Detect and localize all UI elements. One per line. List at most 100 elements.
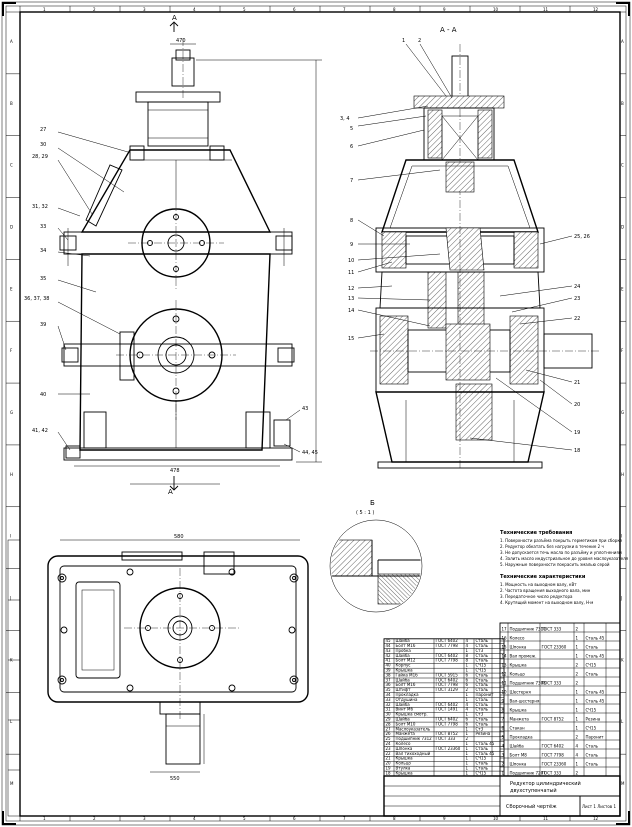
bom-cell: 1: [466, 726, 469, 731]
bom-cell: 8: [466, 658, 469, 663]
bom-cell: Сталь 45: [586, 689, 605, 694]
drawing-type: Сборочный чертёж: [506, 803, 557, 810]
zone-letter-left: I: [10, 534, 11, 539]
bom-cell: Шпонка: [396, 746, 413, 751]
bom-cell: Штифт: [396, 687, 412, 692]
bom-cell: 6: [502, 725, 505, 730]
bom-cell: Паронит: [586, 734, 605, 739]
sect-callout-7: 7: [350, 178, 353, 184]
bom-cell: Шайба: [396, 677, 411, 682]
zone-letter-right: I: [621, 534, 622, 539]
bom-cell: Подшипник 7308: [510, 680, 547, 685]
note-1-3: 3. Не допускается течь масла по разъёму …: [500, 550, 622, 555]
title-line-1: Редуктор цилиндрический: [510, 780, 581, 787]
sect-callout-12: 12: [348, 286, 354, 292]
zone-number-bottom: 5: [243, 816, 246, 821]
bom-cell: ГОСТ 8752: [436, 731, 459, 736]
bom-cell: 4: [502, 743, 505, 748]
bom-cell: Шпонка: [510, 761, 527, 766]
sect-callout-21: 21: [574, 380, 580, 386]
bom-cell: 10: [502, 689, 508, 694]
bom-cell: 1: [466, 648, 469, 653]
bom-cell: 6: [466, 717, 469, 722]
notes-heading-1: Технические требования: [500, 529, 572, 536]
bom-cell: ГОСТ 6402: [436, 702, 459, 707]
bom-cell: Кольцо: [510, 671, 526, 676]
bom-cell: 2: [502, 761, 505, 766]
bom-cell: 1: [466, 741, 469, 746]
bom-cell: Сталь: [586, 671, 599, 676]
bom-cell: Сталь: [476, 702, 489, 707]
bom-cell: Вал-шестерня: [510, 698, 540, 703]
bom-cell: 1: [466, 731, 469, 736]
bom-cell: 40: [386, 663, 392, 668]
bom-cell: 1: [466, 766, 469, 771]
bom-cell: 38: [386, 672, 392, 677]
bom-cell: 1: [466, 746, 469, 751]
bom-cell: Манжета: [396, 731, 416, 736]
bom-cell: 14: [502, 653, 508, 658]
bom-cell: 20: [386, 761, 392, 766]
zone-number-top: 10: [493, 7, 499, 12]
bom-cell: Крышка смотр.: [396, 712, 428, 717]
bom-cell: Ст3: [476, 648, 484, 653]
bom-cell: 11: [502, 680, 508, 685]
bom-cell: Прокладка: [510, 734, 534, 739]
bom-cell: 1: [576, 716, 579, 721]
bom-cell: ГОСТ 6402: [436, 677, 459, 682]
zone-letter-right: F: [621, 348, 624, 353]
bom-cell: Корпус: [396, 663, 411, 668]
zone-number-top: 9: [443, 7, 446, 12]
zone-letter-left: G: [10, 410, 13, 415]
bom-cell: Колесо: [510, 635, 526, 640]
bom-cell: 12: [502, 671, 508, 676]
bom-cell: 21: [386, 756, 392, 761]
bom-cell: ГОСТ 7798: [436, 658, 459, 663]
bom-cell: 5: [502, 734, 505, 739]
technical-notes: Технические требования 1. Поверхности ра…: [500, 529, 629, 605]
bom-cell: 1: [576, 761, 579, 766]
bom-cell: Кольцо: [396, 761, 412, 766]
bom-cell: Сталь: [586, 743, 599, 748]
zone-letter-left: C: [10, 163, 13, 168]
bom-cell: 1: [466, 697, 469, 702]
bom-cell: ГОСТ 6402: [542, 743, 565, 748]
zone-number-top: 5: [243, 7, 246, 12]
callout-39: 39: [40, 322, 46, 328]
bom-cell: Сталь: [476, 707, 489, 712]
sect-callout-24: 24: [574, 284, 580, 290]
bom-cell: Винт М6: [396, 707, 414, 712]
bom-cell: 9: [502, 698, 505, 703]
bom-cell: Пробка: [396, 648, 412, 653]
zone-letter-right: G: [621, 410, 624, 415]
zone-number-bottom: 1: [43, 816, 46, 821]
bom-cell: 2: [576, 662, 579, 667]
bom-cell: 6: [466, 721, 469, 726]
zone-number-top: 12: [593, 7, 599, 12]
bom-cell: СЧ15: [476, 770, 487, 775]
bom-cell: Шайба: [510, 743, 525, 748]
bom-cell: 1: [576, 635, 579, 640]
callout-33: 33: [40, 224, 46, 230]
zone-letter-left: L: [10, 719, 13, 724]
note-2-4: 4. Крутящий момент на выходном валу, Н·м: [500, 600, 593, 605]
bom-cell: 4: [576, 752, 579, 757]
detail-scale: ( 5 : 1 ): [356, 510, 374, 516]
callout-36-38: 36, 37, 38: [24, 296, 49, 302]
bom-cell: 30: [386, 712, 392, 717]
note-2-2: 2. Частота вращения выходного вала, мин: [500, 588, 591, 593]
bom-cell: 1: [576, 707, 579, 712]
zone-letter-left: H: [10, 472, 13, 477]
bom-cell: Сталь: [476, 697, 489, 702]
bom-cell: Сталь: [476, 672, 489, 677]
zone-letter-left: E: [10, 286, 13, 291]
bom-cell: Манжета: [510, 716, 530, 721]
bom-cell: СЧ15: [586, 662, 597, 667]
bom-cell: Подшипник 7207: [510, 770, 547, 775]
bom-cell: Шайба: [396, 653, 411, 658]
bom-cell: 42: [386, 653, 392, 658]
bom-cell: Крышка: [396, 668, 414, 673]
sect-callout-6: 6: [350, 144, 353, 150]
zone-letter-left: F: [10, 348, 13, 353]
